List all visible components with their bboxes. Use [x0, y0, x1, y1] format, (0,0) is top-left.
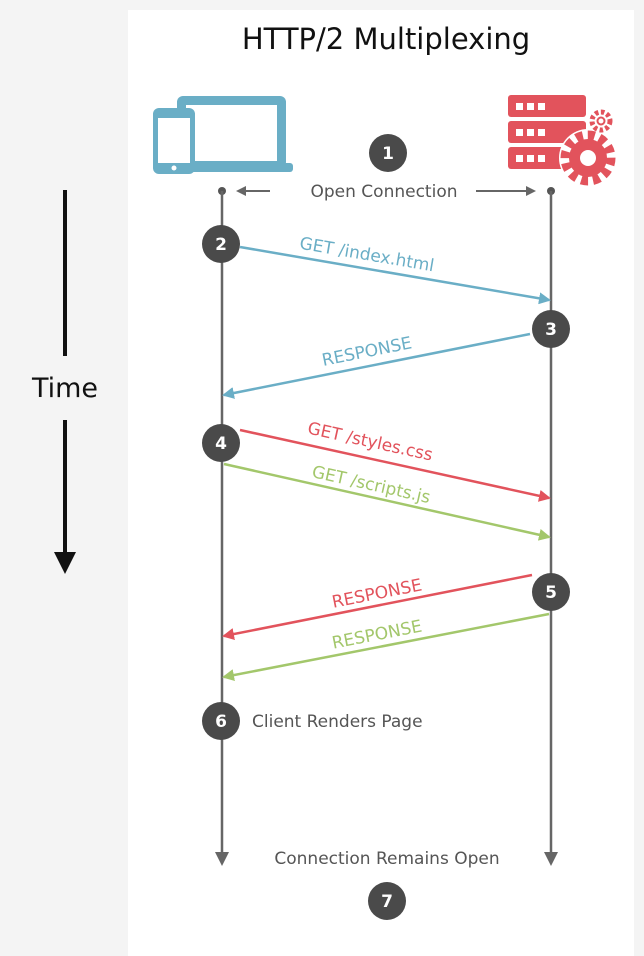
- get-index-arrow: [239, 245, 551, 305]
- step-7-number: 7: [381, 892, 393, 912]
- step-7: 7: [368, 882, 406, 920]
- get-scripts-arrow: [223, 462, 551, 541]
- step-4-number: 4: [215, 434, 227, 454]
- get-styles-arrow: [239, 428, 551, 502]
- step-4: 4: [202, 424, 240, 462]
- client-lifeline-arrowhead: [215, 852, 229, 866]
- step-2-number: 2: [215, 235, 227, 255]
- step-6-number: 6: [215, 712, 227, 732]
- time-axis: Time: [31, 190, 98, 574]
- step-5-number: 5: [545, 583, 557, 603]
- laptop-phone-icon: [153, 96, 293, 174]
- step-3-number: 3: [545, 320, 557, 340]
- response-2-arrow: [222, 573, 533, 640]
- time-label: Time: [31, 373, 98, 404]
- server-gear-icon: [508, 95, 617, 187]
- open-connection-label: Open Connection: [311, 182, 458, 202]
- time-arrow-head: [54, 552, 76, 574]
- response-1-arrow: [222, 332, 531, 399]
- client-renders-label: Client Renders Page: [252, 712, 423, 732]
- step-5: 5: [532, 573, 570, 611]
- connection-open-label: Connection Remains Open: [274, 849, 499, 869]
- step-1-number: 1: [382, 144, 394, 164]
- step-1: 1: [369, 134, 407, 172]
- step-2: 2: [202, 225, 240, 263]
- step-3: 3: [532, 310, 570, 348]
- server-lifeline-arrowhead: [544, 852, 558, 866]
- step-6: 6: [202, 702, 240, 740]
- response-3-arrow: [222, 612, 550, 681]
- diagram-title: HTTP/2 Multiplexing: [242, 22, 530, 56]
